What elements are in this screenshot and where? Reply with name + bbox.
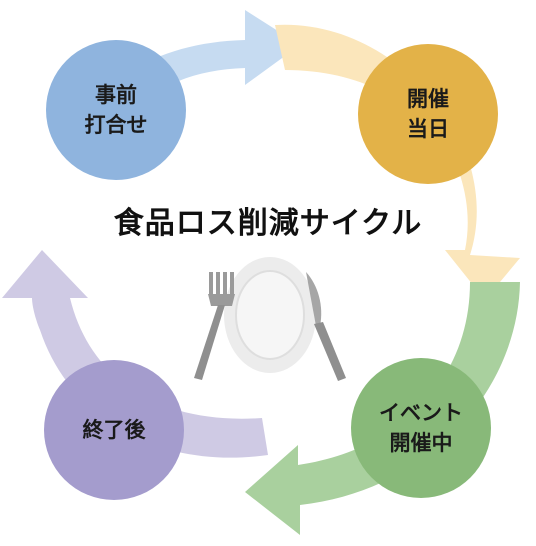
arrow-during-to-after [245, 282, 520, 535]
node-prep-line-2: 打合せ [84, 113, 148, 137]
node-event-day-line-2: 当日 [407, 117, 449, 141]
node-prep-line-1: 事前 [95, 83, 137, 107]
node-during-line-2: 開催中 [389, 431, 453, 455]
node-after-line-1: 終了後 [82, 418, 146, 442]
node-prep-circle [46, 40, 186, 180]
node-during-label: イベント 開催中 [361, 398, 481, 458]
diagram-title: 食品ロス削減サイクル [113, 206, 423, 241]
node-prep-label: 事前 打合せ [66, 80, 166, 140]
node-during-line-1: イベント [379, 401, 463, 425]
arrow-after-to-prep [2, 250, 268, 458]
node-event-day-line-1: 開催 [407, 87, 449, 111]
plate-fork-knife-icon [194, 257, 346, 381]
node-after-label: 終了後 [64, 415, 164, 445]
node-during-circle [351, 358, 491, 498]
node-event-day-label: 開催 当日 [378, 84, 478, 144]
node-event-day-circle [358, 44, 498, 184]
node-after-circle [44, 360, 184, 500]
